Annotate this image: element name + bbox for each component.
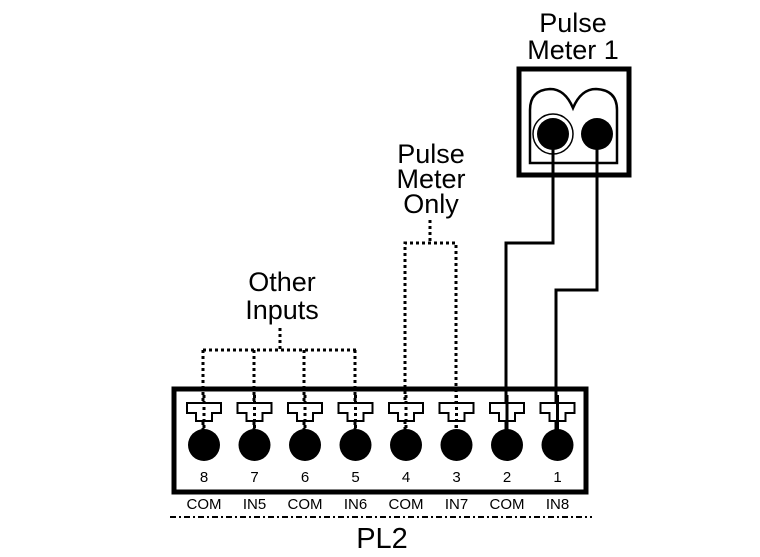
terminal-screw-icon: [440, 429, 473, 461]
terminal-name: COM: [187, 496, 222, 513]
terminal-number: 1: [553, 469, 561, 486]
terminal-name: COM: [389, 496, 424, 513]
other-inputs-label-line1: Other: [248, 267, 316, 297]
terminal-number: 5: [351, 469, 359, 486]
terminal-number: 3: [452, 469, 460, 486]
terminal-name: IN5: [243, 496, 266, 513]
terminal-name: IN6: [344, 496, 367, 513]
terminal-screw-icon: [390, 429, 422, 461]
terminal-clamp-icon: [438, 402, 475, 422]
terminal-number: 2: [503, 469, 511, 486]
terminal-number: 4: [402, 469, 410, 486]
pulse-meter-1-label-line1: Pulse: [539, 8, 607, 38]
terminal-number: 7: [250, 469, 258, 486]
pl2-label: PL2: [356, 523, 408, 555]
pulse-meter-only-wires: [403, 220, 458, 442]
pulse-meter-only-label-line1: Pulse: [397, 139, 465, 169]
other-inputs-wires: [201, 328, 357, 442]
pl2-connector-body: [171, 386, 589, 495]
terminal-screw-icon: [188, 429, 220, 461]
terminal-clamp-icon: [236, 402, 273, 422]
other-inputs-label-line2: Inputs: [245, 295, 319, 325]
terminal-screw-icon: [491, 429, 523, 461]
terminal-screw-icon: [541, 429, 574, 461]
terminal-name: IN8: [546, 496, 569, 513]
terminal-screw-icon: [339, 429, 372, 461]
terminal-number: 6: [301, 469, 309, 486]
terminal-screw-icon: [289, 429, 321, 461]
pulse-meter-only-label-line2: Meter: [396, 164, 465, 194]
pulse-meter-1-device: [516, 66, 632, 178]
pulse-meter-1-wires: [504, 134, 599, 442]
pulse-meter-only-label-line3: Only: [403, 189, 459, 219]
pulse-meter-1-label-line2: Meter 1: [527, 35, 619, 65]
terminal-clamp-icon: [186, 402, 222, 422]
terminal-clamp-icon: [388, 402, 424, 422]
terminal-name: IN7: [445, 496, 468, 513]
terminal-number: 8: [200, 469, 208, 486]
terminal-name: COM: [288, 496, 323, 513]
terminal-screw-icon: [238, 429, 271, 461]
terminal-name: COM: [490, 496, 525, 513]
terminal-clamp-icon: [287, 402, 323, 422]
terminal-clamp-icon: [337, 402, 374, 422]
